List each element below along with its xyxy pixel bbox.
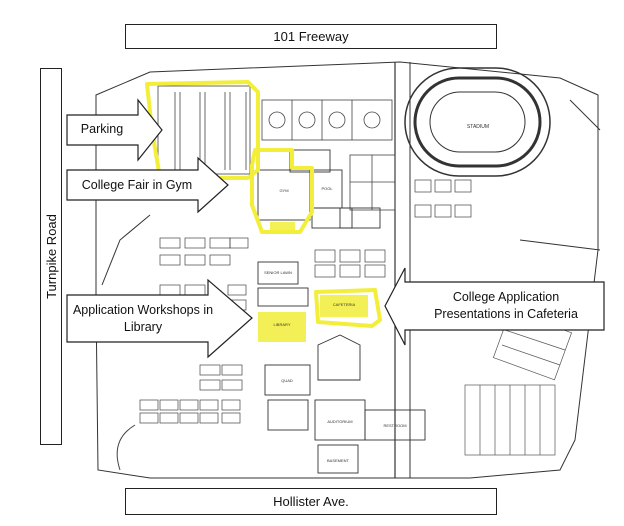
callout-parking: Parking	[80, 122, 124, 136]
basement-label: BASEMENT	[327, 458, 350, 463]
quad-label: QUAD	[281, 378, 293, 383]
library-highlight	[258, 312, 306, 342]
callout-workshops-line1: Application Workshops in	[72, 303, 214, 317]
gym-highlight	[250, 148, 314, 234]
central-buildings: QUAD AUDITORIUM BASEMENT RESTROOM SENIOR…	[257, 261, 426, 474]
turnpike-road-text: Turnpike Road	[43, 214, 59, 299]
cafeteria-label: CAFETERIA	[333, 302, 356, 307]
courts	[261, 99, 396, 211]
pool-label: POOL	[321, 186, 333, 191]
road-label-101-freeway: 101 Freeway	[125, 24, 497, 49]
bottom-left-path	[116, 424, 136, 471]
senior-lawn-label: SENIOR LAWN	[264, 270, 292, 275]
callout-presentations-line1: College Application	[452, 290, 560, 304]
parking-lot-north	[157, 85, 251, 175]
portable-classrooms	[139, 179, 472, 424]
cafeteria-fill	[320, 295, 368, 317]
cafeteria-highlight	[314, 288, 382, 328]
callout-presentations: College Application Presentations in Caf…	[410, 289, 602, 323]
stadium-label: STADIUM	[467, 124, 489, 130]
restroom-label: RESTROOM	[383, 423, 406, 428]
auditorium-label: AUDITORIUM	[327, 419, 352, 424]
presentations-arrow	[384, 267, 605, 346]
gym-small-highlight	[270, 222, 295, 234]
callout-arrows	[66, 98, 605, 359]
road-label-hollister-ave: Hollister Ave.	[125, 488, 497, 515]
campus-outline	[95, 61, 601, 479]
callout-college-fair: College Fair in Gym	[81, 178, 193, 192]
parking-arrow	[66, 98, 163, 162]
stadium: STADIUM	[404, 67, 551, 177]
gym-label: GYM	[279, 188, 288, 193]
workshops-arrow	[66, 278, 253, 359]
college-fair-arrow	[66, 156, 229, 214]
callout-workshops-line2: Library	[123, 320, 163, 334]
road-label-turnpike-road: Turnpike Road	[40, 68, 62, 445]
highlight-fills	[258, 222, 368, 342]
callout-workshops: Application Workshops in Library	[68, 302, 218, 336]
parking-lot-east	[464, 310, 573, 456]
gym-complex: GYM POOL	[257, 149, 381, 229]
library-label: LIBRARY	[273, 322, 290, 327]
callout-presentations-line2: Presentations in Cafeteria	[434, 307, 578, 321]
